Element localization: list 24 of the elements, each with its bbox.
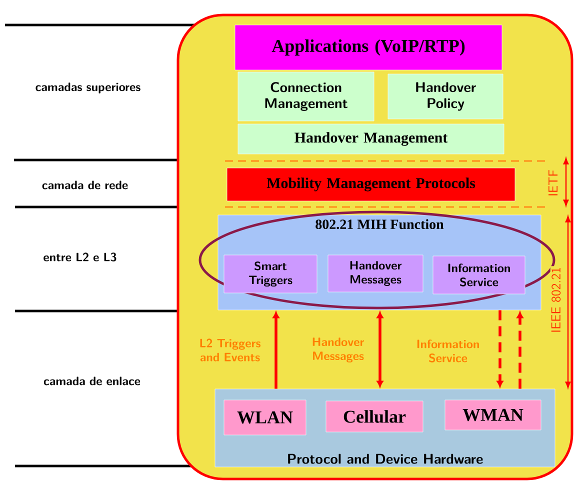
edge-label: Handover Messages xyxy=(312,338,364,362)
process-box: Handover Policy xyxy=(388,74,504,120)
arrow xyxy=(272,312,280,389)
process-box: Information Service xyxy=(432,256,526,294)
edge-label: L2 Triggers and Events xyxy=(200,338,261,362)
arrow xyxy=(376,312,384,388)
edge-label: Information Service xyxy=(417,340,479,362)
arrow xyxy=(496,310,504,388)
layer-label: camada de rede xyxy=(42,180,128,190)
process-box: Mobility Management Protocols xyxy=(226,168,516,202)
layer-label: camadas superiores xyxy=(36,82,140,94)
layer-label: entre L2 e L3 xyxy=(44,252,116,262)
rotated-label: IEEE 802.21 xyxy=(550,266,562,334)
process-box: Connection Management xyxy=(238,72,374,122)
process-box: WMAN xyxy=(444,400,542,430)
process-box: Cellular xyxy=(326,400,424,432)
arrow xyxy=(516,312,524,389)
rotated-label: IETF xyxy=(547,168,558,198)
process-box: Handover Messages xyxy=(328,254,424,292)
layer-label: camada de enlace xyxy=(44,376,140,386)
process-box: WLAN xyxy=(224,400,306,436)
process-box: Handover Management xyxy=(238,124,504,154)
process-box: Applications (VoIP/RTP) xyxy=(234,24,502,70)
process-box: Smart Triggers xyxy=(224,254,318,294)
